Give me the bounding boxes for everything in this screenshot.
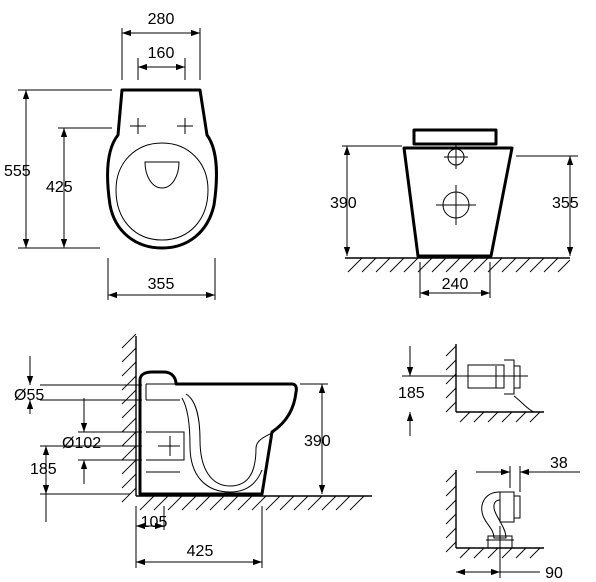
rear-view-body xyxy=(402,146,514,258)
top-view-outlet-hole xyxy=(144,161,180,189)
fixing-hole-left-icon xyxy=(130,118,146,134)
fixing-hole-right-icon xyxy=(177,118,193,134)
dim-floor-offset: 90 xyxy=(545,565,563,582)
side-view-trap-inner xyxy=(181,397,263,493)
dim-side-outlet-height: 185 xyxy=(30,461,57,478)
dim-side-depth: 425 xyxy=(187,543,214,560)
dim-wall-offset: 38 xyxy=(550,455,568,472)
rear-view-floor-hatch xyxy=(347,257,571,273)
side-view: Ø55 Ø102 185 105 425 390 xyxy=(14,333,372,568)
dim-rear-base-width: 240 xyxy=(442,276,469,293)
side-view-outlet xyxy=(146,431,185,473)
top-view: 280 160 555 425 355 xyxy=(4,11,218,300)
detail-h-connector xyxy=(467,359,521,395)
top-view-bowl-inner xyxy=(115,142,209,241)
dim-rear-total-height: 390 xyxy=(330,195,357,212)
detail-h-bowl-edge xyxy=(513,395,535,413)
dim-hole-spacing: 160 xyxy=(148,45,175,62)
dim-detail-outlet-height: 185 xyxy=(398,385,425,402)
detail-v-connector xyxy=(499,491,521,523)
dim-overall-width: 280 xyxy=(148,11,175,28)
side-view-floor-hatch xyxy=(139,495,365,511)
dim-hole-to-rim: 425 xyxy=(46,179,73,196)
detail-horizontal-outlet: 185 xyxy=(398,344,544,436)
dim-bowl-width: 355 xyxy=(148,276,175,293)
detail-v-bend xyxy=(481,491,507,539)
detail-vertical-outlet: 38 90 xyxy=(445,455,580,582)
side-view-body xyxy=(138,370,298,496)
detail-v-hatch xyxy=(445,471,541,559)
rear-view-seat xyxy=(412,128,498,146)
detail-h-hatch xyxy=(445,345,541,423)
dim-outlet-offset: 105 xyxy=(141,514,168,531)
dim-side-height: 390 xyxy=(304,433,331,450)
side-view-trap xyxy=(185,393,275,487)
supply-inlet-icon xyxy=(444,145,468,169)
dim-inlet-diameter: Ø55 xyxy=(14,387,44,404)
side-view-inlet xyxy=(145,383,180,401)
side-view-wall-hatch xyxy=(121,333,137,503)
dim-rear-outlet-height: 355 xyxy=(552,195,579,212)
dim-outlet-diameter: Ø102 xyxy=(62,435,101,452)
rear-view: 390 355 240 xyxy=(330,128,579,298)
dim-overall-length: 555 xyxy=(4,163,31,180)
top-view-outline xyxy=(106,88,218,250)
waste-outlet-icon xyxy=(436,185,476,225)
detail-v-floor-outlet xyxy=(487,535,513,549)
